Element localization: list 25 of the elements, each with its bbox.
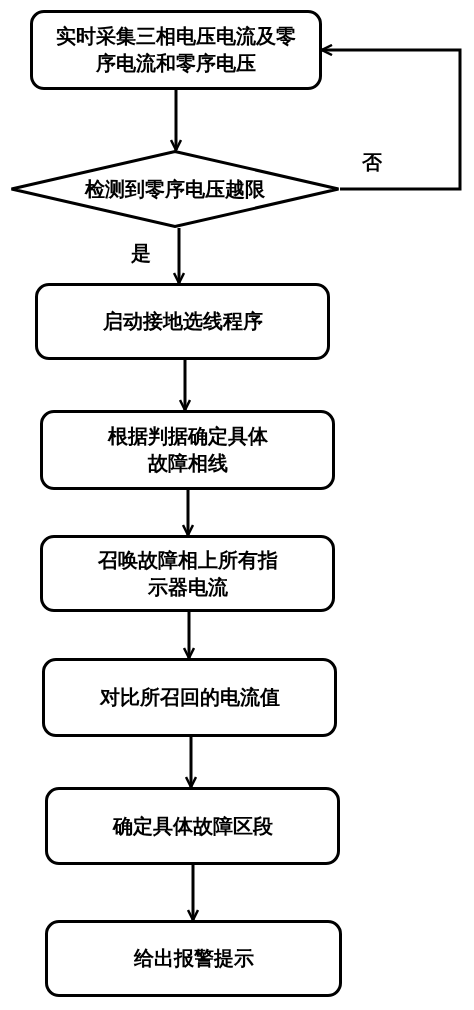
process-box: [40, 535, 335, 612]
node-text: 实时采集三相电压电流及零序电流和零序电压: [55, 23, 297, 77]
process-box: [40, 410, 335, 490]
process-box: [45, 920, 342, 997]
decision-diamond: [10, 150, 340, 228]
process-box: [35, 283, 330, 360]
arrow: [172, 228, 186, 285]
arrow: [178, 360, 192, 412]
arrow: [184, 737, 198, 789]
node-text: 检测到零序电压越限: [85, 175, 265, 203]
node-text: 对比所召回的电流值: [99, 684, 280, 711]
node-text: 召唤故障相上所有指示器电流: [96, 546, 279, 601]
node-text: 确定具体故障区段: [112, 812, 273, 840]
arrow: [186, 865, 200, 922]
arrow: [181, 490, 195, 537]
node-text: 根据判据确定具体故障相线: [107, 423, 268, 477]
arrow: [182, 612, 196, 660]
process-box: [30, 10, 322, 90]
edge-label: 是: [129, 240, 153, 267]
node-text: 给出报警提示: [133, 945, 254, 972]
arrow: [169, 90, 183, 152]
node-text: 启动接地选线程序: [102, 308, 263, 335]
arrow: [320, 43, 462, 191]
process-box: [45, 787, 340, 865]
process-box: [42, 658, 337, 737]
